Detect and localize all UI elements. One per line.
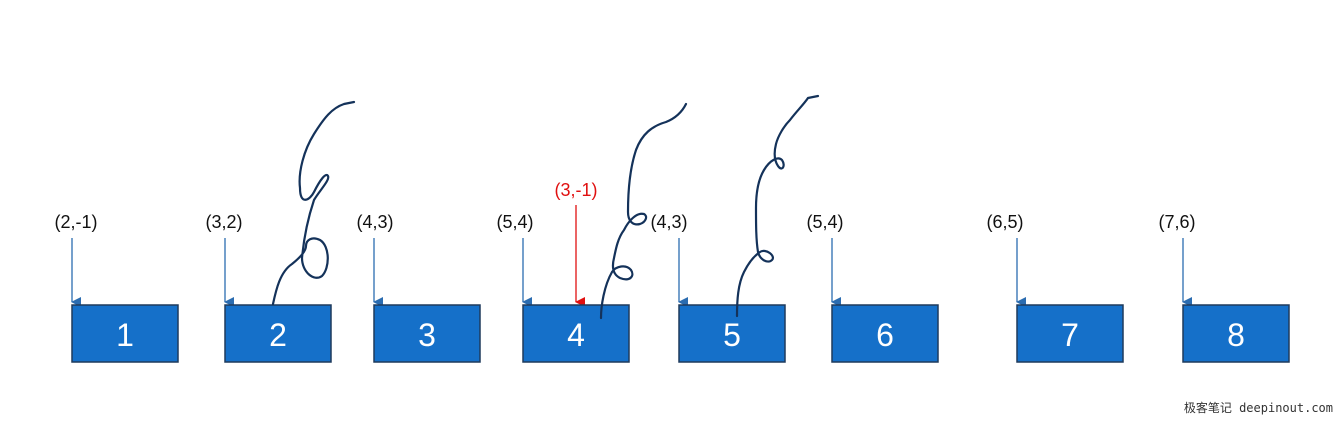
box-1 xyxy=(71,304,179,363)
node-7: (6,5) 7 xyxy=(986,212,1124,363)
node-5: (4,3) 5 xyxy=(650,212,786,363)
box-2 xyxy=(224,304,332,363)
coord-label-8: (7,6) xyxy=(1158,212,1195,232)
coord-label-5: (4,3) xyxy=(650,212,687,232)
box-7 xyxy=(1016,304,1124,363)
node-2: (3,2) 2 xyxy=(205,212,332,363)
box-4 xyxy=(522,304,630,363)
highlight-coord-label: (3,-1) xyxy=(554,180,597,200)
watermark: 极客笔记 deepinout.com xyxy=(1183,401,1333,415)
coord-label-1: (2,-1) xyxy=(54,212,97,232)
box-label-5: 5 xyxy=(723,317,741,353)
box-label-1: 1 xyxy=(116,317,134,353)
box-6 xyxy=(831,304,939,363)
node-3: (4,3) 3 xyxy=(356,212,481,363)
box-label-8: 8 xyxy=(1227,317,1245,353)
coord-label-4: (5,4) xyxy=(496,212,533,232)
scribble-box-2 xyxy=(271,100,356,306)
box-label-2: 2 xyxy=(269,317,287,353)
node-6: (5,4) 6 xyxy=(806,212,939,363)
scribble-box-4 xyxy=(599,102,688,320)
box-3 xyxy=(373,304,481,363)
box-8 xyxy=(1182,304,1290,363)
coord-label-3: (4,3) xyxy=(356,212,393,232)
box-label-3: 3 xyxy=(418,317,436,353)
coord-label-6: (5,4) xyxy=(806,212,843,232)
box-label-7: 7 xyxy=(1061,317,1079,353)
node-8: (7,6) 8 xyxy=(1158,212,1290,363)
coord-label-7: (6,5) xyxy=(986,212,1023,232)
coord-label-2: (3,2) xyxy=(205,212,242,232)
box-5 xyxy=(678,304,786,363)
box-label-6: 6 xyxy=(876,317,894,353)
scribble-box-5 xyxy=(735,94,820,318)
box-label-4: 4 xyxy=(567,317,585,353)
node-4: (5,4) (3,-1) 4 xyxy=(496,180,630,363)
node-1: (2,-1) 1 xyxy=(54,212,179,363)
